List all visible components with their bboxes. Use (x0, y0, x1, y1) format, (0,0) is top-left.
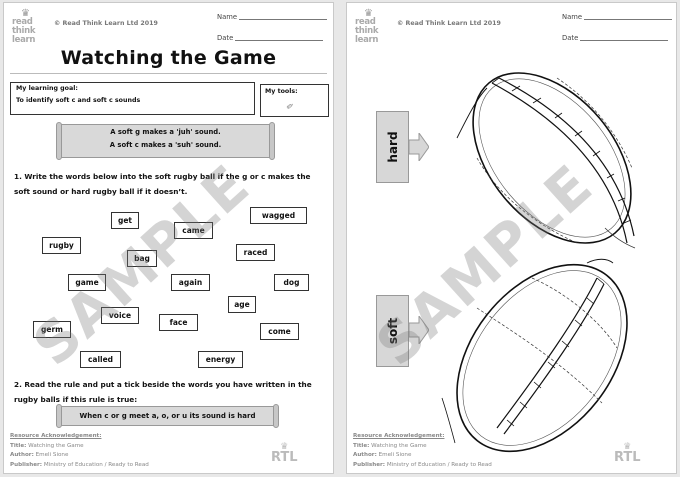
word-card-germ[interactable]: germ (33, 321, 71, 338)
pencil-icon: ✏ (284, 100, 297, 114)
hard-sound-rule: When c or g meet a, o, or u its sound is… (79, 412, 256, 420)
soft-c-rule: A soft c makes a 'suh' sound. (109, 141, 222, 149)
name-field[interactable]: Name (562, 13, 673, 21)
page-title: Watching the Game (60, 47, 277, 69)
date-field[interactable]: Date (562, 34, 669, 42)
hard-arrow-icon (409, 133, 429, 161)
hard-rugby-ball[interactable] (442, 58, 663, 273)
title-divider (10, 73, 327, 74)
sound-rule-scroll: A soft g makes a 'juh' sound. A soft c m… (56, 122, 275, 160)
word-card-bag[interactable]: bag (127, 250, 157, 267)
read-think-learn-logo: ♛ read think learn (12, 8, 36, 45)
tools-heading: My tools: (265, 88, 298, 95)
word-card-voice[interactable]: voice (101, 307, 139, 324)
word-card-came[interactable]: came (174, 222, 213, 239)
learning-goal-heading: My learning goal: (16, 85, 78, 92)
worksheet-page-right: ♛ read think learn © Read Think Learn Lt… (346, 2, 677, 474)
date-field[interactable]: Date (217, 34, 324, 42)
instruction-2: 2. Read the rule and put a tick beside t… (14, 380, 312, 404)
copyright-text: © Read Think Learn Ltd 2019 (54, 20, 158, 27)
word-card-called[interactable]: called (80, 351, 121, 368)
resource-acknowledgement: Resource Acknowledgement: Title: Watchin… (353, 433, 492, 468)
soft-rugby-ball[interactable] (437, 232, 662, 458)
word-card-dog[interactable]: dog (274, 274, 309, 291)
word-card-raced[interactable]: raced (236, 244, 275, 261)
word-card-again[interactable]: again (171, 274, 210, 291)
read-think-learn-logo: ♛ read think learn (355, 8, 379, 45)
soft-g-rule: A soft g makes a 'juh' sound. (110, 128, 221, 136)
instruction-1: 1. Write the words below into the soft r… (14, 172, 311, 196)
word-card-rugby[interactable]: rugby (42, 237, 81, 254)
rtl-logo: ♛RTL (614, 442, 641, 465)
word-card-game[interactable]: game (68, 274, 106, 291)
word-card-come[interactable]: come (260, 323, 299, 340)
name-field[interactable]: Name (217, 13, 328, 21)
hard-ball-label: hard (376, 111, 409, 183)
word-card-energy[interactable]: energy (198, 351, 243, 368)
learning-goal-text: To identify soft c and soft c sounds (16, 97, 141, 104)
tools-box: My tools: ✏ (260, 84, 329, 117)
word-card-wagged[interactable]: wagged (250, 207, 307, 224)
soft-arrow-icon (409, 316, 429, 344)
rtl-logo: ♛RTL (271, 442, 298, 465)
rugby-balls-illustration (437, 58, 663, 458)
word-card-face[interactable]: face (159, 314, 198, 331)
resource-acknowledgement: Resource Acknowledgement: Title: Watchin… (10, 433, 149, 468)
hard-sound-rule-scroll: When c or g meet a, o, or u its sound is… (56, 404, 279, 428)
word-card-age[interactable]: age (228, 296, 256, 313)
learning-goal-box: My learning goal: To identify soft c and… (10, 82, 255, 115)
word-card-get[interactable]: get (111, 212, 139, 229)
copyright-text: © Read Think Learn Ltd 2019 (397, 20, 501, 27)
worksheet-page-left: ♛ read think learn © Read Think Learn Lt… (3, 2, 334, 474)
